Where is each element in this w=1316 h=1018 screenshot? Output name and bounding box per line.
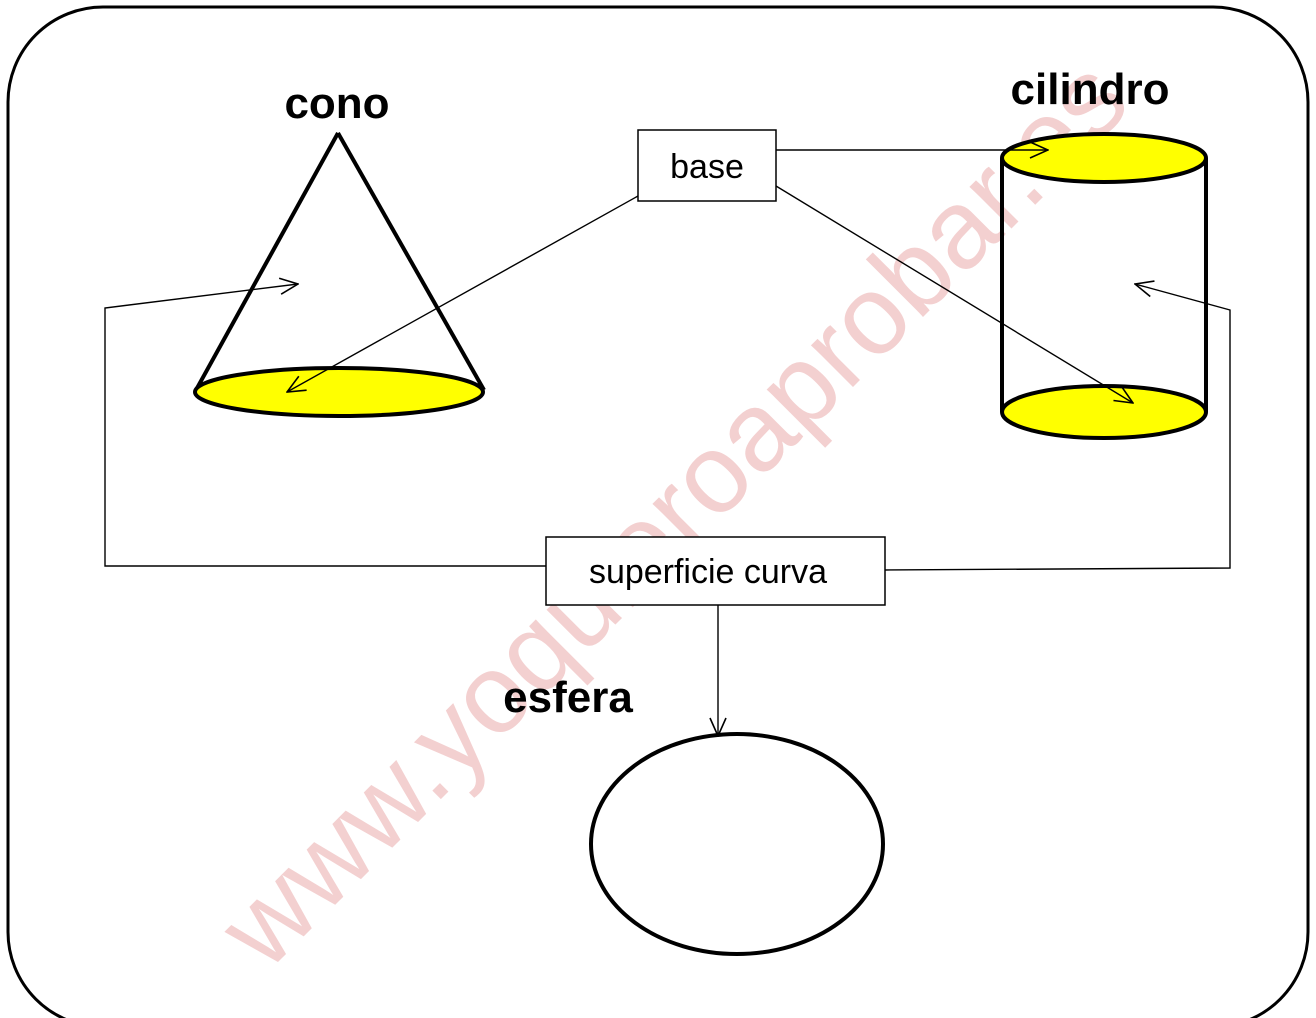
cone-left-side xyxy=(194,132,340,391)
arrow-base-to-cone-base xyxy=(287,195,639,392)
cylinder-bottom-base xyxy=(1000,384,1208,440)
cone-right-side xyxy=(336,132,486,391)
base-box-label: base xyxy=(670,148,744,186)
cylinder-top-base xyxy=(1000,132,1208,184)
cylinder-title: cilindro xyxy=(1011,65,1170,114)
sphere-title: esfera xyxy=(503,673,633,722)
curved-surface-box-label: superficie curva xyxy=(589,553,827,591)
curved-surface-box xyxy=(545,536,886,606)
cone-title: cono xyxy=(284,79,389,128)
cone-shape xyxy=(193,132,486,418)
cone-base xyxy=(193,366,485,418)
arrow-curved-to-cylinder xyxy=(884,284,1231,571)
outer-frame xyxy=(6,5,1310,1018)
base-box xyxy=(637,129,777,202)
arrow-curved-to-cone xyxy=(104,284,546,567)
sphere-shape xyxy=(589,732,885,956)
arrow-base-to-cylinder-bottom xyxy=(775,185,1133,403)
